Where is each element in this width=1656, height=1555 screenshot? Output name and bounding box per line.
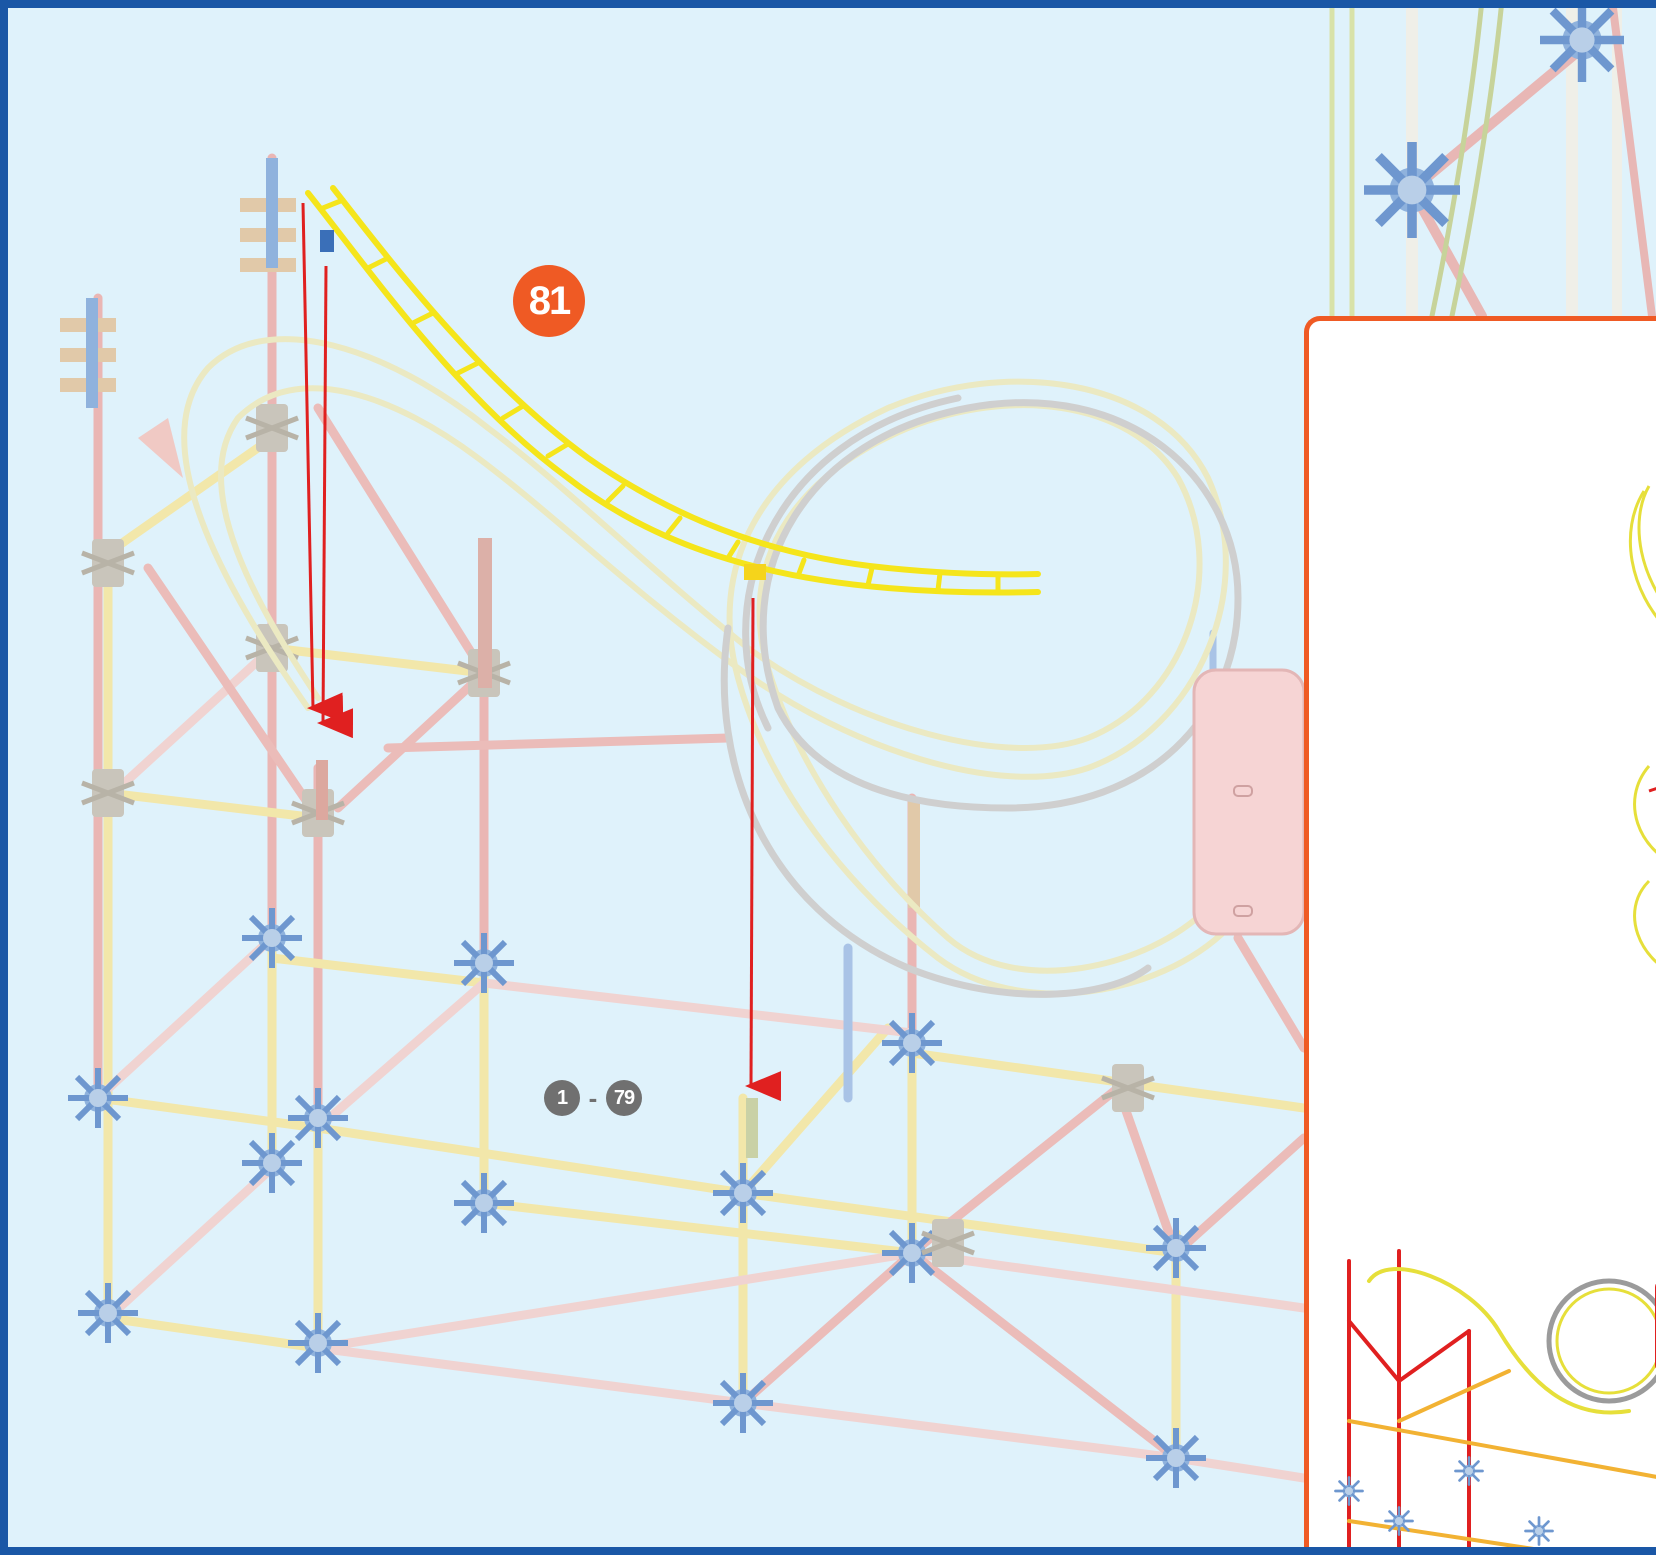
- range-start-dot: 1: [544, 1080, 580, 1116]
- detail-diagram: [1329, 8, 1656, 316]
- detail-view: [1312, 8, 1656, 316]
- guide-arrows: [301, 202, 782, 1102]
- instruction-page: 81 1 - 79: [8, 8, 1656, 1547]
- assembly-diagram: [60, 153, 1304, 1547]
- previous-steps-range: 1 - 79: [544, 1080, 642, 1116]
- frame-rods: [93, 153, 1304, 1483]
- connectors: [68, 404, 1206, 1488]
- existing-track: [138, 336, 1242, 998]
- post-clips: [60, 158, 920, 908]
- overview-panel: [1304, 316, 1656, 1547]
- range-end-dot: 79: [606, 1080, 642, 1116]
- overview-diagram: [1334, 485, 1656, 1547]
- motor-box: [1192, 668, 1304, 936]
- step-number: 81: [528, 278, 571, 323]
- overview-coaster: [1334, 1249, 1656, 1547]
- target-pegs: [316, 760, 758, 1158]
- range-start: 1: [556, 1086, 568, 1109]
- range-end: 79: [613, 1086, 635, 1109]
- step-number-badge: 81: [513, 265, 585, 337]
- new-track-piece: [305, 185, 1041, 596]
- range-separator: -: [588, 1082, 598, 1113]
